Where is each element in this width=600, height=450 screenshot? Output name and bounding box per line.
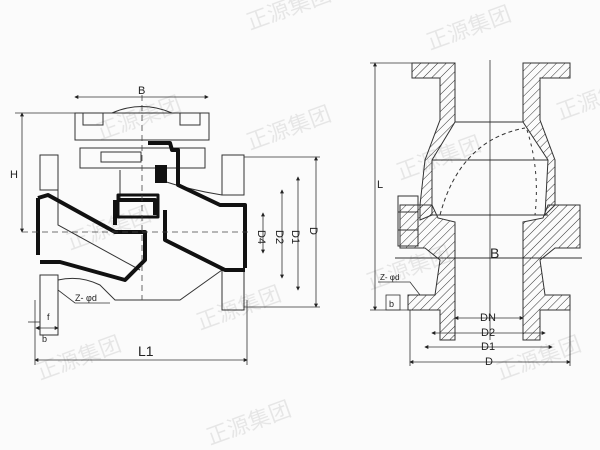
label-L1: L1 bbox=[138, 343, 154, 359]
watermark: 正源集团 bbox=[94, 92, 185, 146]
label-b: b bbox=[389, 299, 394, 309]
watermark: 正源集团 bbox=[244, 0, 335, 36]
label-f: f bbox=[47, 312, 50, 322]
label-H: H bbox=[10, 169, 18, 181]
label-bolts: Z- φd bbox=[75, 293, 97, 303]
watermark: 正源集团 bbox=[424, 2, 515, 56]
label-DN: DN bbox=[480, 312, 496, 324]
watermark: 正源集团 bbox=[554, 72, 600, 126]
label-bolts: Z- φd bbox=[380, 273, 399, 282]
watermark: 正源集团 bbox=[204, 397, 295, 450]
label-D2: D2 bbox=[481, 327, 495, 339]
label-B: B bbox=[138, 85, 145, 97]
label-b: b bbox=[42, 334, 47, 344]
label-B: B bbox=[490, 245, 499, 261]
label-D1: D1 bbox=[289, 230, 301, 244]
label-D2: D2 bbox=[273, 230, 285, 244]
watermarks: 正源集团 正源集团 正源集团 正源集团 正源集团 正源集团 正源集团 正源集团 … bbox=[34, 0, 600, 450]
watermark: 正源集团 bbox=[244, 102, 335, 156]
label-D: D bbox=[485, 356, 493, 368]
watermark: 正源集团 bbox=[194, 282, 285, 336]
label-D: D bbox=[307, 227, 319, 235]
label-D1: D1 bbox=[481, 341, 495, 353]
left-view-check-valve: B H D4 D2 D1 D Z- φd f b L1 bbox=[10, 85, 320, 365]
label-D4: D4 bbox=[255, 230, 267, 244]
label-L: L bbox=[377, 179, 383, 191]
right-view-check-valve: L B Z- φd b DN D2 D1 D bbox=[370, 60, 582, 368]
watermark: 正源集团 bbox=[34, 332, 125, 386]
